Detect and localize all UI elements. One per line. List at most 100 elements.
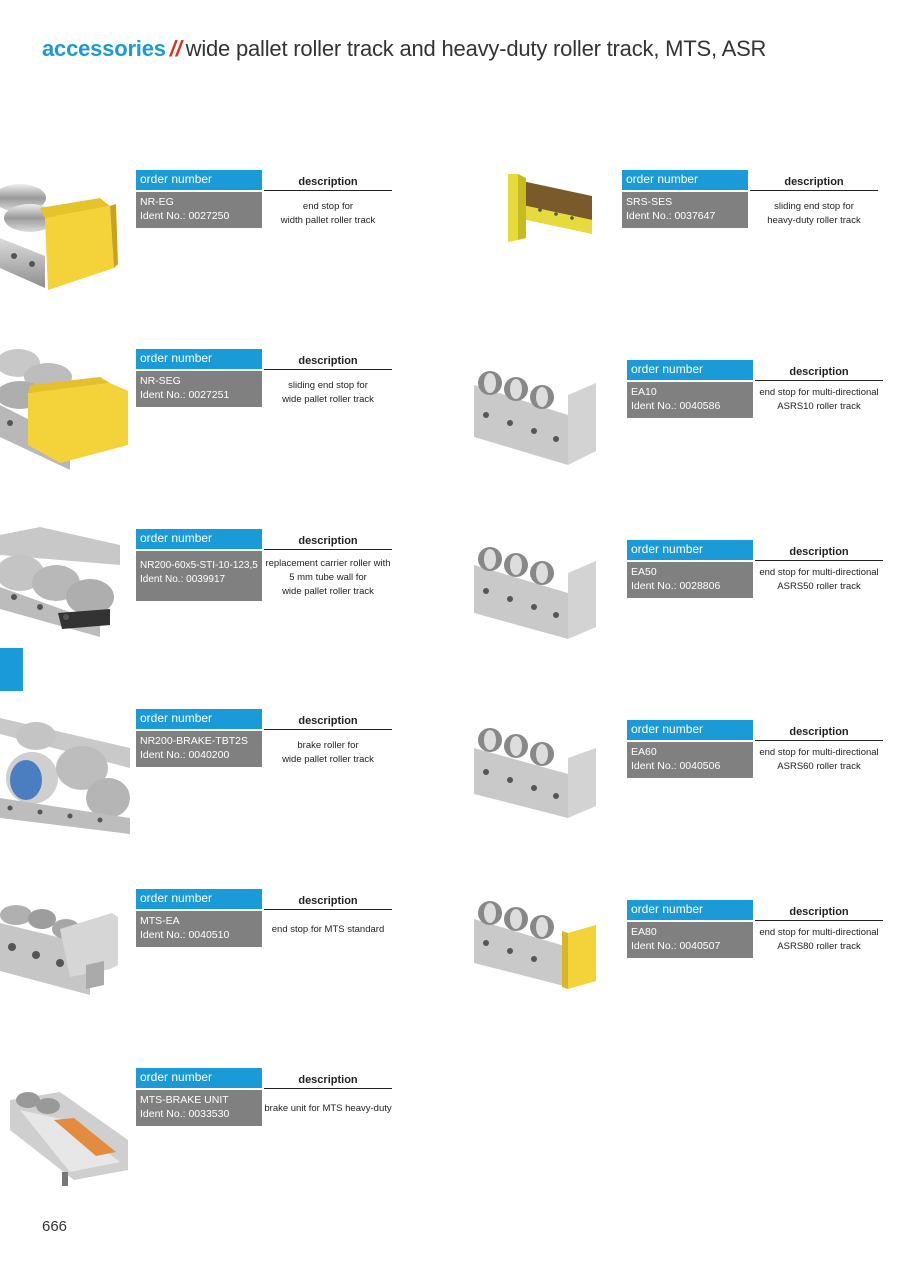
order-number-header: order number: [136, 889, 262, 910]
ident-number: Ident No.: 0028806: [631, 580, 721, 592]
ident-number: Ident No.: 0040507: [631, 940, 721, 952]
description-line: brake roller for: [297, 740, 359, 751]
ident-number: Ident No.: 0040510: [140, 929, 230, 941]
order-number-header: order number: [136, 170, 262, 191]
description-line: wide pallet roller track: [282, 586, 374, 597]
product-code: MTS-BRAKE UNIT: [140, 1094, 229, 1106]
description-line: brake unit for MTS heavy-duty: [264, 1103, 392, 1114]
description-line: end stop for multi-directional: [759, 387, 879, 398]
asrs50-end-stop-image: [470, 535, 600, 643]
asrs60-end-stop-image: [470, 718, 600, 826]
title-rest: wide pallet roller track and heavy-duty …: [185, 36, 767, 61]
title-accent: accessories: [42, 36, 166, 61]
product-code: EA50: [631, 566, 657, 578]
description-line: ASRS50 roller track: [777, 581, 861, 592]
description-header: description: [755, 906, 883, 921]
description-line: ASRS10 roller track: [777, 401, 861, 412]
product-code: MTS-EA: [140, 915, 180, 927]
description-header: description: [264, 895, 392, 910]
order-number-header: order number: [627, 360, 753, 381]
description-header: description: [755, 726, 883, 741]
product-code: NR-EG: [140, 196, 174, 208]
ident-number: Ident No.: 0027251: [140, 389, 230, 401]
description-header: description: [755, 546, 883, 561]
order-number-header: order number: [136, 349, 262, 370]
ident-number: Ident No.: 0040200: [140, 749, 230, 761]
description-text: sliding end stop for heavy-duty roller t…: [750, 200, 878, 228]
order-number-header: order number: [627, 900, 753, 921]
description-text: end stop for width pallet roller track: [264, 200, 392, 228]
product-code: EA60: [631, 746, 657, 758]
order-number-cell: NR-SEG Ident No.: 0027251: [136, 371, 262, 407]
page-number: 666: [42, 1218, 68, 1235]
description-text: brake unit for MTS heavy-duty: [264, 1102, 392, 1116]
order-number-cell: MTS-BRAKE UNIT Ident No.: 0033530: [136, 1090, 262, 1126]
product-code: NR200-60x5-STI-10-123,5: [140, 560, 258, 571]
ident-number: Ident No.: 0037647: [626, 210, 716, 222]
product-code: EA10: [631, 386, 657, 398]
description-header: description: [750, 176, 878, 191]
order-number-cell: EA10 Ident No.: 0040586: [627, 382, 753, 418]
order-number-header: order number: [136, 709, 262, 730]
description-line: end stop for multi-directional: [759, 747, 879, 758]
product-code: SRS-SES: [626, 196, 673, 208]
order-number-cell: EA80 Ident No.: 0040507: [627, 922, 753, 958]
description-line: end stop for MTS standard: [271, 924, 385, 935]
order-number-header: order number: [136, 529, 262, 550]
order-number-cell: NR200-60x5-STI-10-123,5 Ident No.: 00399…: [136, 551, 262, 601]
description-text: replacement carrier roller with 5 mm tub…: [264, 557, 392, 599]
ident-number: Ident No.: 0027250: [140, 210, 230, 222]
order-number-header: order number: [136, 1068, 262, 1089]
ident-number: Ident No.: 0033530: [140, 1108, 230, 1120]
description-header: description: [755, 366, 883, 381]
description-text: end stop for multi-directional ASRS50 ro…: [755, 566, 883, 594]
order-number-cell: NR200-BRAKE-TBT2S Ident No.: 0040200: [136, 731, 262, 767]
order-number-cell: SRS-SES Ident No.: 0037647: [622, 192, 748, 228]
asrs10-end-stop-image: [470, 355, 600, 477]
description-text: sliding end stop for wide pallet roller …: [264, 379, 392, 407]
description-line: end stop for: [302, 201, 354, 212]
order-number-header: order number: [627, 540, 753, 561]
description-line: end stop for multi-directional: [759, 567, 879, 578]
description-header: description: [264, 1074, 392, 1089]
product-code: EA80: [631, 926, 657, 938]
title-slashes: //: [169, 36, 182, 61]
description-line: end stop for multi-directional: [759, 927, 879, 938]
mts-end-stop-image: [0, 885, 122, 1007]
description-header: description: [264, 715, 392, 730]
carrier-roller-track-image: [0, 525, 120, 637]
product-code: NR-SEG: [140, 375, 181, 387]
description-line: replacement carrier roller with: [265, 558, 391, 569]
wide-roller-track-yellow-end-stop-image: [0, 168, 118, 298]
description-text: end stop for multi-directional ASRS10 ro…: [755, 386, 883, 414]
description-header: description: [264, 535, 392, 550]
description-text: end stop for MTS standard: [264, 923, 392, 937]
mts-brake-unit-image: [0, 1080, 132, 1192]
description-line: ASRS60 roller track: [777, 761, 861, 772]
description-text: end stop for multi-directional ASRS80 ro…: [755, 926, 883, 954]
ident-number: Ident No.: 0040506: [631, 760, 721, 772]
description-line: heavy-duty roller track: [767, 215, 861, 226]
order-number-cell: MTS-EA Ident No.: 0040510: [136, 911, 262, 947]
description-header: description: [264, 176, 392, 191]
order-number-cell: NR-EG Ident No.: 0027250: [136, 192, 262, 228]
description-header: description: [264, 355, 392, 370]
description-line: ASRS80 roller track: [777, 941, 861, 952]
order-number-cell: EA60 Ident No.: 0040506: [627, 742, 753, 778]
description-line: width pallet roller track: [280, 215, 376, 226]
asrs80-end-stop-image: [470, 895, 600, 995]
order-number-header: order number: [627, 720, 753, 741]
brake-roller-track-image: [0, 708, 130, 834]
description-line: wide pallet roller track: [282, 394, 374, 405]
description-text: brake roller for wide pallet roller trac…: [264, 739, 392, 767]
order-number-header: order number: [622, 170, 748, 191]
description-text: end stop for multi-directional ASRS60 ro…: [755, 746, 883, 774]
srs-sliding-end-stop-image: [480, 160, 605, 256]
chapter-side-tab: [0, 648, 23, 691]
order-number-cell: EA50 Ident No.: 0028806: [627, 562, 753, 598]
wide-roller-track-sliding-end-stop-image: [0, 345, 132, 470]
product-code: NR200-BRAKE-TBT2S: [140, 735, 248, 747]
description-line: sliding end stop for: [774, 201, 854, 212]
ident-number: Ident No.: 0040586: [631, 400, 721, 412]
ident-number: Ident No.: 0039917: [140, 574, 226, 585]
